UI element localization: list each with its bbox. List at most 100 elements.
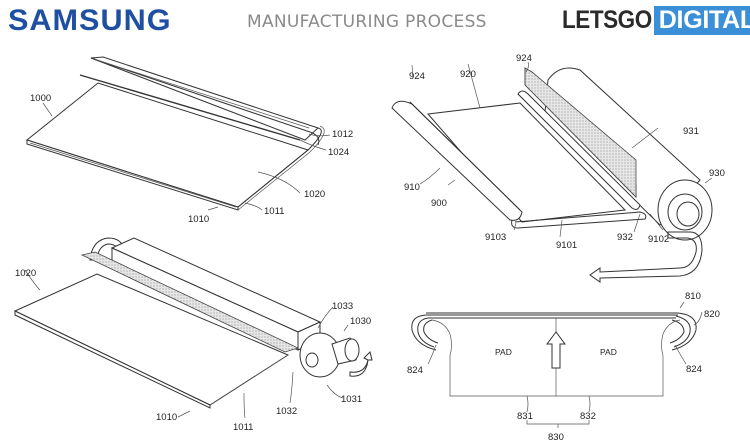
- figure-folded-panel: 1000 1012 1024 1020 1011 1010: [25, 56, 353, 225]
- leader-930: [704, 177, 713, 184]
- label-1020: 1020: [15, 268, 36, 279]
- left-curl-inner: [423, 319, 439, 344]
- leader-1011: [243, 392, 246, 419]
- leader-1020: [257, 171, 301, 194]
- label-1030: 1030: [350, 316, 371, 327]
- letsgodigital-logo: LETSGO DIGITAL: [552, 6, 750, 35]
- label-1011: 1011: [264, 206, 284, 217]
- samsung-logo: SAMSUNG: [8, 4, 172, 37]
- figure-roller-lamination: 924 924 920 931 930 910 900 9103 9101 93…: [391, 53, 725, 283]
- label-1032: 1032: [276, 406, 297, 417]
- label-1000: 1000: [30, 93, 51, 104]
- leader-824-left: [427, 344, 437, 365]
- label-1033: 1033: [332, 301, 353, 312]
- label-1031: 1031: [341, 394, 362, 405]
- label-932: 932: [617, 232, 633, 243]
- rod-932: [517, 90, 641, 210]
- leader-932: [633, 213, 641, 233]
- label-931: 931: [683, 126, 699, 137]
- label-1010: 1010: [188, 214, 209, 225]
- roller-931-end: [657, 179, 713, 241]
- shaft-end: [344, 338, 360, 362]
- label-910: 910: [404, 182, 420, 193]
- leader-832: [588, 395, 591, 413]
- leader-931: [631, 127, 659, 149]
- folded-edge-9101: [511, 211, 647, 229]
- label-810: 810: [685, 291, 701, 302]
- leader-1033: [317, 306, 334, 329]
- leader-824-right: [674, 344, 687, 365]
- figure-rotating-bender: 1020 1033 1030 1031 1032 1010 1011: [13, 237, 373, 433]
- insert-edge-1024: [79, 74, 301, 141]
- roller-910: [391, 100, 523, 221]
- page-title: MANUFACTURING PROCESS: [247, 12, 487, 32]
- leader-810: [679, 301, 685, 309]
- rotation-arrow-shaft: [349, 351, 373, 377]
- left-curl-mid: [417, 317, 435, 348]
- leader-1020: [24, 269, 41, 291]
- leader-9103: [513, 222, 517, 231]
- figure-pad-cross-section: 810 820 824 824 PAD PAD 831 832 830: [407, 291, 720, 443]
- leader-900: [447, 179, 456, 186]
- pad-outline: [431, 319, 681, 397]
- leader-924-right: [525, 61, 530, 73]
- label-824-left: 824: [407, 365, 423, 376]
- leader-831: [526, 395, 529, 413]
- roller-1031: [299, 332, 341, 378]
- label-930: 930: [709, 168, 725, 179]
- right-curl-mid: [673, 315, 691, 348]
- label-9103: 9103: [485, 232, 506, 243]
- label-900: 900: [431, 198, 447, 209]
- brace-830: [526, 420, 590, 428]
- press-direction-arrow: [546, 331, 566, 369]
- leader-1032: [289, 371, 294, 404]
- roller-hub-inner: [676, 201, 700, 227]
- leader-1011: [244, 202, 263, 211]
- leader-1012: [308, 133, 331, 137]
- label-924-right: 924: [516, 53, 532, 64]
- label-pad-left: PAD: [495, 347, 512, 357]
- right-curl-inner: [669, 319, 685, 344]
- panel-right-edge: [209, 354, 289, 406]
- leader-910: [419, 167, 441, 185]
- roller-910-line: [409, 101, 521, 211]
- leader-1000: [42, 102, 53, 117]
- film-924-right-face: [524, 67, 637, 198]
- adhesive-strip: [80, 251, 300, 353]
- upper-inner-line: [96, 59, 310, 129]
- label-824-right: 824: [686, 364, 702, 375]
- leader-820: [693, 311, 703, 326]
- label-1024: 1024: [328, 147, 349, 158]
- panel-thickness: [14, 310, 211, 409]
- leader-1024: [299, 139, 327, 151]
- label-920: 920: [460, 69, 476, 80]
- label-832: 832: [580, 411, 596, 422]
- leader-1010: [207, 206, 219, 211]
- label-pad-right: PAD: [600, 347, 617, 357]
- leader-9102: [649, 213, 664, 231]
- right-curl-outer: [671, 312, 697, 351]
- fold-curve-outer: [237, 125, 325, 211]
- leader-1010: [177, 410, 191, 418]
- roller-hub-outer: [667, 193, 703, 231]
- logo-text-letsgo: LETSGO: [561, 6, 652, 34]
- label-820: 820: [704, 309, 720, 320]
- leader-1030: [343, 324, 349, 332]
- process-direction-arrow: [589, 231, 703, 283]
- label-831: 831: [517, 411, 533, 422]
- label-830: 830: [548, 432, 564, 443]
- label-1012: 1012: [332, 129, 353, 140]
- label-1010: 1010: [156, 412, 177, 423]
- label-924-left: 924: [409, 71, 425, 82]
- left-curl-outer: [411, 314, 437, 351]
- label-1020: 1020: [304, 189, 325, 200]
- logo-badge-digital: DIGITAL: [653, 6, 750, 35]
- leader-1031: [326, 384, 344, 399]
- leader-924-left: [411, 64, 414, 79]
- upper-layer: [90, 56, 319, 141]
- roller-slot: [305, 352, 319, 368]
- label-9101: 9101: [556, 240, 577, 251]
- leader-920: [467, 63, 481, 109]
- label-9102: 9102: [648, 234, 669, 245]
